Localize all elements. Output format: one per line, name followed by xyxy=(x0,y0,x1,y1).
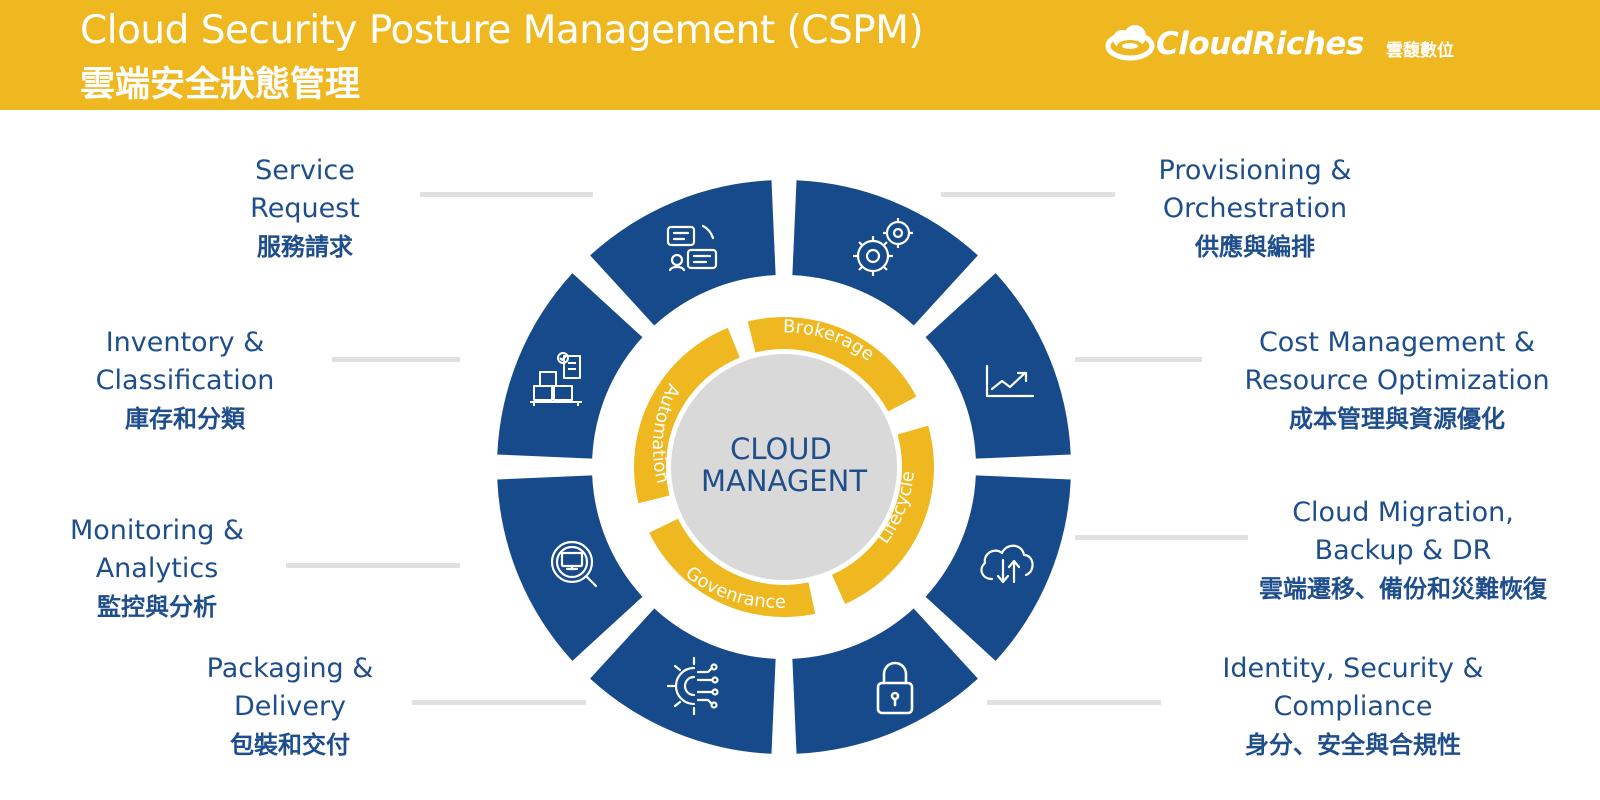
inner-segment-brokerage xyxy=(747,317,917,412)
inner-segment-governance xyxy=(649,518,816,618)
connector-service-request xyxy=(420,192,593,197)
label-packaging: Packaging & Delivery 包裝和交付 xyxy=(206,653,374,759)
center-label-line2: MANAGENT xyxy=(701,464,867,498)
outer-segment-migration xyxy=(925,475,1071,661)
label-service-request: Service Request 服務請求 xyxy=(250,155,360,261)
connector-cost xyxy=(1075,357,1202,362)
label-cost: Cost Management & Resource Optimization … xyxy=(1244,327,1550,433)
cloud-logo-icon xyxy=(1105,25,1155,61)
connector-packaging xyxy=(412,700,586,705)
outer-segment-service-request xyxy=(590,180,776,326)
growth-chart-icon xyxy=(985,364,1035,398)
page-title-chinese: 雲端安全狀態管理 xyxy=(80,65,361,105)
label-migration: Cloud Migration, Backup & DR 雲端遷移、備份和災難恢… xyxy=(1259,497,1547,603)
cloud-transfer-icon xyxy=(980,544,1034,584)
connector-inventory xyxy=(332,357,460,362)
chat-support-icon xyxy=(666,224,718,272)
inventory-boxes-icon xyxy=(530,352,582,406)
brand-name-chinese: 雲馥數位 xyxy=(1386,41,1454,61)
label-provisioning: Provisioning & Orchestration 供應與編排 xyxy=(1158,155,1352,261)
padlock-icon xyxy=(876,661,914,715)
label-inventory: Inventory & Classification 庫存和分類 xyxy=(95,327,275,433)
page-title: Cloud Security Posture Management (CSPM) xyxy=(80,8,924,53)
outer-segment-packaging xyxy=(590,608,776,754)
inner-segment-automation xyxy=(633,327,740,504)
label-monitoring: Monitoring & Analytics 監控與分析 xyxy=(69,515,245,621)
label-identity: Identity, Security & Compliance 身分、安全與合規… xyxy=(1222,653,1484,759)
connector-provisioning xyxy=(941,192,1115,197)
connector-migration xyxy=(1075,535,1248,540)
magnifier-monitor-icon xyxy=(550,540,598,588)
center-circle xyxy=(671,354,897,580)
outer-segment-inventory xyxy=(497,273,643,459)
gears-icon xyxy=(853,218,913,276)
center-label-line1: CLOUD xyxy=(730,432,832,466)
inner-segment-lifecycle xyxy=(831,425,934,605)
connector-identity xyxy=(987,700,1161,705)
outer-segment-cost xyxy=(925,273,1071,459)
gear-circuit-icon xyxy=(666,656,719,716)
outer-segment-provisioning xyxy=(792,180,978,326)
header-banner: Cloud Security Posture Management (CSPM)… xyxy=(0,0,1600,110)
brand-name: CloudRiches xyxy=(1156,26,1364,62)
connector-monitoring xyxy=(286,563,460,568)
